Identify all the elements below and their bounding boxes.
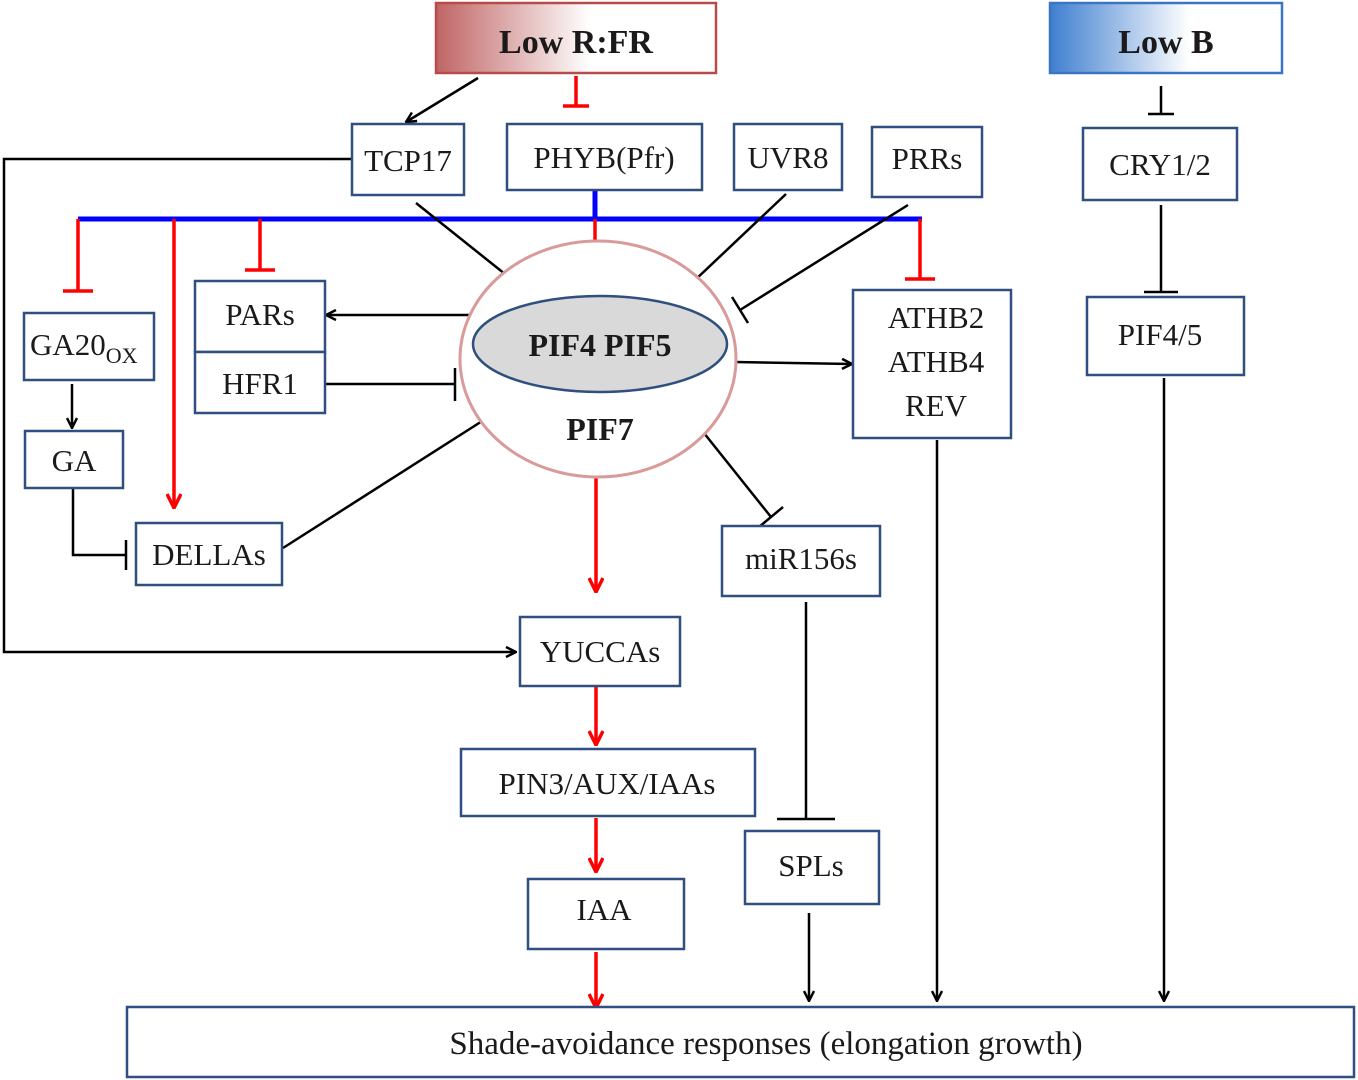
pin3-box — [459, 747, 757, 818]
pif45-label: PIF4 PIF5 — [528, 327, 671, 363]
red-edges — [63, 76, 935, 1008]
pars-label: PARs — [225, 297, 295, 332]
low-b-label: Low B — [1118, 24, 1213, 61]
spls-box — [743, 829, 881, 906]
phyb-box — [505, 122, 704, 192]
athb4-label: ATHB4 — [888, 344, 985, 379]
pars-box — [193, 279, 327, 354]
mir156s-label: miR156s — [745, 541, 857, 576]
pif45-ellipse — [471, 294, 729, 394]
ga-label: GA — [52, 443, 97, 478]
ga20ox-box — [22, 311, 156, 382]
low-b-box — [1048, 1, 1284, 75]
cry12-box — [1081, 126, 1239, 202]
uvr8-label: UVR8 — [748, 140, 829, 175]
yuccas-box — [518, 615, 682, 688]
ga20ox-label: GA20OX — [30, 327, 138, 368]
ga20ox-main: GA20 — [30, 327, 106, 362]
tcp17-label: TCP17 — [364, 143, 452, 178]
low-rfr-label: Low R:FR — [499, 24, 653, 61]
ga-box — [23, 429, 125, 490]
pif45-right-box — [1085, 295, 1246, 377]
prrs-label: PRRs — [892, 141, 963, 176]
tcp17-box — [350, 122, 466, 197]
spls-label: SPLs — [778, 848, 843, 883]
dellas-box — [134, 521, 284, 587]
phyb-label: PHYB(Pfr) — [533, 140, 674, 175]
hfr1-label: HFR1 — [222, 366, 298, 401]
dellas-label: DELLAs — [152, 537, 266, 572]
athb2-label: ATHB2 — [888, 300, 984, 335]
athb-box — [851, 288, 1013, 440]
shade-box — [125, 1005, 1356, 1079]
shade-label: Shade-avoidance responses (elongation gr… — [449, 1026, 1082, 1062]
low-rfr-box — [434, 1, 718, 75]
iaa-label: IAA — [576, 892, 632, 927]
pif45-right-label: PIF4/5 — [1118, 317, 1202, 352]
pif7-label: PIF7 — [566, 411, 634, 447]
ga20ox-subscript: OX — [106, 343, 138, 368]
uvr8-box — [732, 122, 844, 192]
iaa-box — [526, 877, 686, 951]
prrs-box — [870, 125, 984, 199]
cry12-label: CRY1/2 — [1109, 147, 1211, 182]
black-edges — [2, 76, 1178, 1001]
mir156s-box — [720, 524, 882, 598]
hfr1-box — [193, 350, 327, 415]
yuccas-label: YUCCAs — [540, 634, 661, 669]
pin3-label: PIN3/AUX/IAAs — [499, 766, 716, 801]
rev-label: REV — [905, 388, 968, 423]
